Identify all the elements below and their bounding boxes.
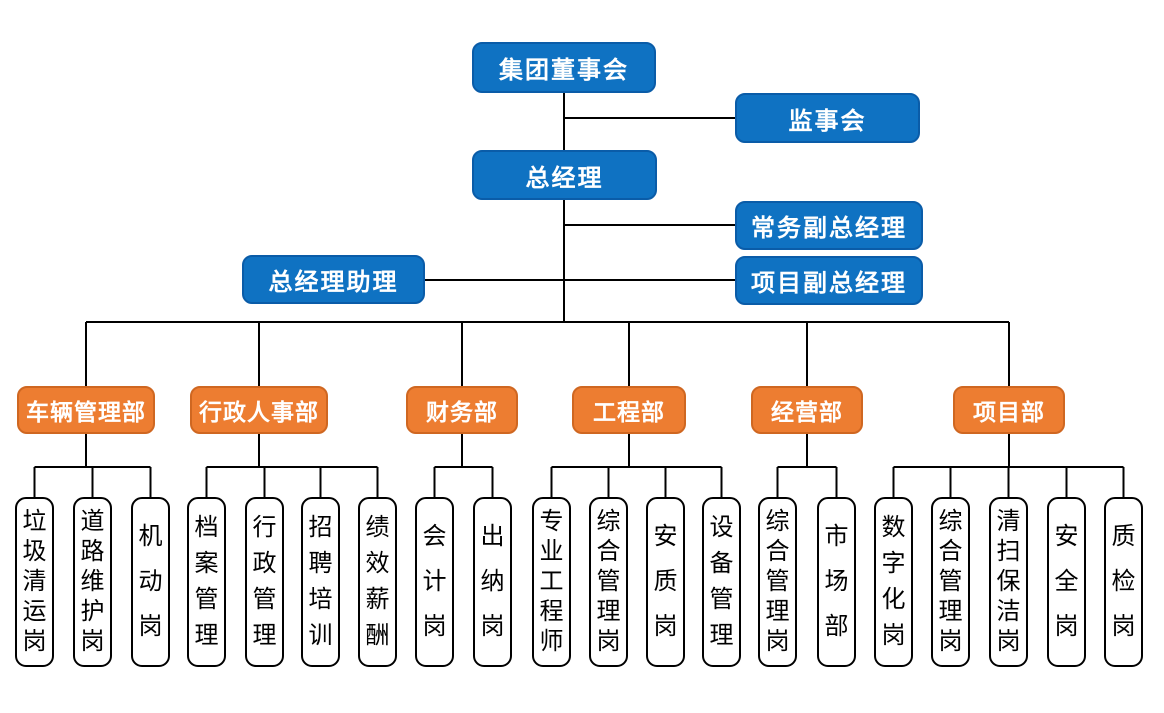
dept-project: 项目部 xyxy=(953,386,1065,434)
node-gm-assistant: 总经理助理 xyxy=(242,255,425,304)
position-waste-collection: 垃圾清运岗 xyxy=(15,497,54,667)
position-admin-management: 行政管理 xyxy=(245,497,284,667)
position-cashier: 出纳岗 xyxy=(473,497,512,667)
position-cleaning: 清扫保洁岗 xyxy=(989,497,1028,667)
position-digitalization: 数字化岗 xyxy=(874,497,913,667)
position-archives-management: 档案管理 xyxy=(187,497,226,667)
position-road-maintenance: 道路维护岗 xyxy=(73,497,112,667)
position-quality-inspection: 质检岗 xyxy=(1104,497,1143,667)
position-accountant: 会计岗 xyxy=(415,497,454,667)
position-recruitment-training: 招聘培训 xyxy=(301,497,340,667)
position-general-management-ops: 综合管理岗 xyxy=(758,497,797,667)
node-project-deputy-gm: 项目副总经理 xyxy=(735,256,923,305)
dept-admin-hr: 行政人事部 xyxy=(190,386,328,434)
position-professional-engineer: 专业工程师 xyxy=(532,497,571,667)
position-general-management-proj: 综合管理岗 xyxy=(931,497,970,667)
position-mobile: 机动岗 xyxy=(131,497,170,667)
position-safety-quality: 安质岗 xyxy=(646,497,685,667)
position-equipment-management: 设备管理 xyxy=(702,497,741,667)
node-executive-deputy-gm: 常务副总经理 xyxy=(735,201,923,250)
dept-engineering: 工程部 xyxy=(572,386,686,434)
node-general-manager: 总经理 xyxy=(472,150,657,200)
position-market: 市场部 xyxy=(817,497,856,667)
dept-operations: 经营部 xyxy=(751,386,863,434)
position-performance-compensation: 绩效薪酬 xyxy=(358,497,397,667)
dept-vehicle-management: 车辆管理部 xyxy=(17,386,155,434)
position-safety: 安全岗 xyxy=(1047,497,1086,667)
dept-finance: 财务部 xyxy=(406,386,518,434)
node-group-board: 集团董事会 xyxy=(472,42,656,93)
position-general-management-eng: 综合管理岗 xyxy=(589,497,628,667)
node-supervisory-board: 监事会 xyxy=(735,93,920,143)
